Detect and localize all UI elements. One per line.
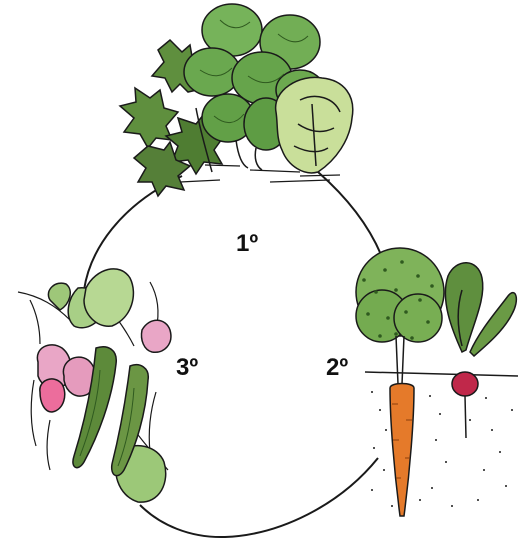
root-vegetables-illustration bbox=[356, 248, 518, 516]
legumes-illustration bbox=[18, 269, 171, 502]
carrot-root bbox=[390, 384, 414, 517]
step-1-label: 1º bbox=[236, 232, 258, 256]
leafy-vegetables-illustration bbox=[120, 4, 353, 196]
soil-line bbox=[365, 372, 518, 376]
cabbage-plant bbox=[276, 77, 353, 172]
carrot-foliage bbox=[356, 248, 444, 384]
radish-root bbox=[452, 372, 478, 396]
step-3-label: 3º bbox=[176, 356, 198, 380]
step-2-label: 2º bbox=[326, 356, 348, 380]
radish-plant bbox=[445, 263, 516, 438]
